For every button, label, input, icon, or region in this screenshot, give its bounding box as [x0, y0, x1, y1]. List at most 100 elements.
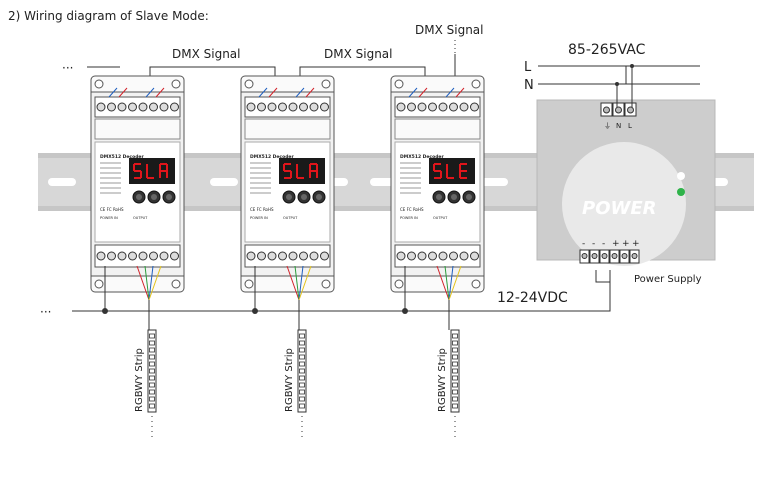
- terminal-screw: [246, 102, 256, 112]
- led-chip: [149, 361, 155, 367]
- terminal-screw: [138, 251, 148, 261]
- terminal-screw: [459, 102, 469, 112]
- terminal-screw: [267, 102, 277, 112]
- terminal-screw: [449, 251, 458, 261]
- terminal-screw: [396, 102, 406, 112]
- dc-voltage-label: 12-24VDC: [497, 290, 568, 306]
- decoder-name: DMX512 Decoder: [250, 154, 294, 160]
- rail-slot: [480, 178, 508, 186]
- terminal-screw: [117, 102, 127, 112]
- led-strip-1: RGBWY Strip: [134, 329, 157, 440]
- led-chip: [299, 354, 305, 360]
- diagram-title: 2) Wiring diagram of Slave Mode:: [8, 9, 209, 23]
- mains-junction-l: [630, 64, 634, 68]
- terminal-screw: [438, 102, 448, 112]
- led-strip-3: RGBWY Strip: [437, 329, 460, 440]
- rail-slot: [210, 178, 238, 186]
- led-chip: [452, 333, 458, 339]
- terminal-screw: [417, 251, 427, 261]
- terminal-screw: [117, 251, 127, 261]
- led-chip: [452, 354, 458, 360]
- psu-output-label: +: [612, 239, 620, 249]
- terminal-screw: [96, 251, 106, 261]
- psu-input-label: ⏚: [604, 122, 611, 130]
- terminal-screw: [320, 102, 329, 112]
- led-chip: [299, 375, 305, 381]
- psu-output-label: -: [582, 239, 585, 249]
- terminal-screw: [288, 102, 298, 112]
- led-chip: [452, 340, 458, 346]
- decoder-cert: CE FC RoHS: [250, 207, 274, 212]
- led-chip: [299, 389, 305, 395]
- psu-led-green: [677, 188, 685, 196]
- mains-junction-n: [615, 82, 619, 86]
- led-chip: [452, 396, 458, 402]
- rail-slot: [48, 178, 76, 186]
- led-chip: [299, 403, 305, 409]
- psu-output-label: +: [622, 239, 630, 249]
- led-chip: [452, 382, 458, 388]
- led-chip: [452, 361, 458, 367]
- terminal-screw: [170, 102, 179, 112]
- mains-l-label: L: [524, 60, 532, 75]
- decoder-cert: CE FC RoHS: [100, 207, 124, 212]
- led-chip: [149, 389, 155, 395]
- terminal-screw: [257, 102, 266, 112]
- display-digits: [433, 163, 467, 179]
- terminal-screw: [470, 251, 479, 261]
- terminal-screw: [159, 102, 169, 112]
- led-chip: [149, 403, 155, 409]
- terminal-screw: [396, 251, 406, 261]
- terminal-screw: [246, 251, 256, 261]
- terminal-screw: [417, 102, 427, 112]
- psu-output-terminals: ---+++: [579, 239, 640, 264]
- led-chip: [299, 347, 305, 353]
- mains-n-label: N: [524, 78, 534, 93]
- decoder-name: DMX512 Decoder: [400, 154, 444, 160]
- led-chip: [299, 396, 305, 402]
- terminal-screw: [159, 251, 169, 261]
- terminal-screw: [128, 102, 137, 112]
- led-chip: [149, 375, 155, 381]
- decoder-power-label: POWER IN: [400, 216, 418, 220]
- display-digits: [133, 163, 168, 179]
- dmx-signal-label-2: DMX Signal: [324, 47, 393, 61]
- terminal-screw: [278, 102, 287, 112]
- terminal-screw: [309, 251, 319, 261]
- led-chip: [149, 340, 155, 346]
- psu-led-white: [677, 172, 685, 180]
- strip-label: RGBWY Strip: [134, 348, 145, 412]
- dc-bus: [72, 270, 611, 312]
- psu-output-label: -: [602, 239, 605, 249]
- decoder-power-label: POWER IN: [100, 216, 118, 220]
- led-chip: [299, 340, 305, 346]
- terminal-screw: [107, 251, 116, 261]
- led-chip: [149, 333, 155, 339]
- dmx-signal-label-1: DMX Signal: [172, 47, 241, 61]
- decoder-power-label: POWER IN: [250, 216, 268, 220]
- decoders: DMX512 Decoder CE FC RoHS POWER IN OUTPUT DM…: [90, 75, 485, 330]
- terminal-screw: [257, 251, 266, 261]
- led-chip: [149, 396, 155, 402]
- terminal-screw: [428, 102, 437, 112]
- terminal-screw: [138, 102, 148, 112]
- strip-label: RGBWY Strip: [437, 348, 448, 412]
- terminal-screw: [278, 251, 287, 261]
- psu-input-label: L: [628, 122, 632, 130]
- led-chip: [149, 368, 155, 374]
- decoder-output-label: OUTPUT: [433, 216, 448, 220]
- terminal-screw: [149, 251, 158, 261]
- led-chip: [452, 375, 458, 381]
- led-chip: [299, 368, 305, 374]
- terminal-screw: [299, 102, 308, 112]
- psu-input-label: N: [616, 122, 621, 130]
- terminal-screw: [170, 251, 179, 261]
- terminal-screw: [407, 251, 416, 261]
- led-chip: [299, 361, 305, 367]
